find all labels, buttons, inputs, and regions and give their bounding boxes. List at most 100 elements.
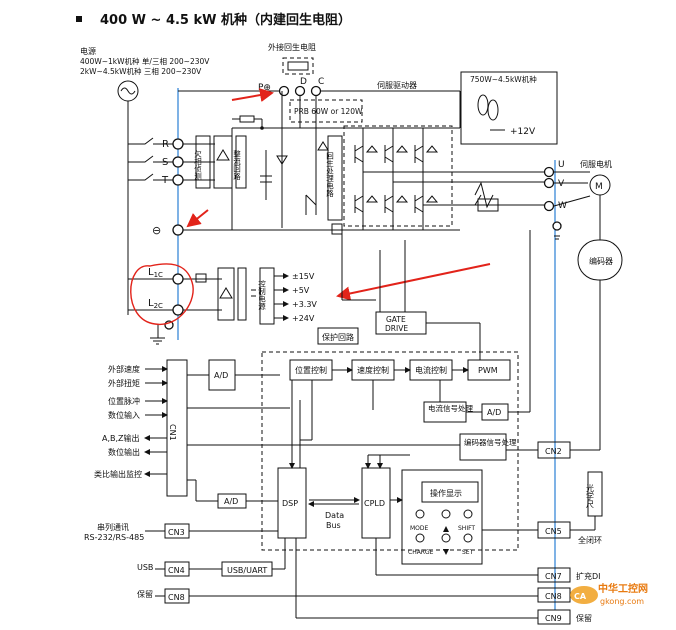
mode-key[interactable] <box>415 509 425 519</box>
terminal-s <box>172 156 184 168</box>
terminal-t <box>172 174 184 186</box>
cn5-label: CN5 <box>545 527 562 536</box>
power-line-1: 400W~1kW机种 单/三相 200~230V <box>80 56 210 66</box>
gate-drive-label-2: DRIVE <box>385 324 408 333</box>
ad-label: A/D <box>214 371 228 380</box>
regen-circuit-box <box>327 135 343 221</box>
set-label: SET <box>462 549 474 556</box>
fan-icon <box>477 94 489 116</box>
charge-led <box>415 533 425 543</box>
io-ext-torque: 外部扭矩 <box>108 378 140 388</box>
red-arrow-neg <box>186 209 209 228</box>
terminal-u <box>543 166 555 178</box>
dsp-label: DSP <box>282 499 298 508</box>
terminal-c <box>310 85 322 97</box>
shift-label: SHIFT <box>458 525 475 532</box>
terminal-d <box>294 85 306 97</box>
io-usb: USB <box>137 563 153 572</box>
terminal-l1c-label: L1C <box>148 267 163 279</box>
set-key[interactable] <box>463 533 473 543</box>
op-display-box <box>401 469 483 565</box>
fan-voltage-label: +12V <box>510 127 536 137</box>
cn9-label: CN9 <box>545 614 562 623</box>
watermark-logo-icon <box>570 586 598 604</box>
terminal-u-label: U <box>558 160 565 170</box>
undervolt-box <box>195 135 211 189</box>
cn8-label: CN8 <box>168 593 185 602</box>
terminal-v <box>543 177 555 189</box>
cur-ctrl-label: 电流控制 <box>415 365 447 375</box>
cn4-label: CN4 <box>168 566 185 575</box>
cpld-label: CPLD <box>364 499 385 508</box>
down-key[interactable] <box>441 533 451 543</box>
terminal-l2c <box>172 304 184 316</box>
undervolt-label: 欠相侦测 <box>193 149 202 182</box>
ctrl-rectifier-box <box>217 267 235 321</box>
servo-drive-label: 伺服驱动器 <box>377 80 417 90</box>
gate-drive-label-1: GATE <box>386 315 406 324</box>
ground-terminal <box>552 221 562 231</box>
prb-box <box>289 99 363 123</box>
terminal-v-label: V <box>558 179 565 189</box>
shift-key[interactable] <box>463 509 473 519</box>
ext-regen-label: 外接回生电阻 <box>268 42 316 52</box>
cn8-right-label: CN8 <box>545 592 562 601</box>
terminal-neg <box>172 224 184 236</box>
io-reserved: 保留 <box>137 589 153 599</box>
fan-box <box>460 71 558 145</box>
current-sensor-2 <box>477 198 499 212</box>
io-serial: 串列通讯 <box>97 522 129 532</box>
regen-circuit-label: 回生处理电路 <box>325 152 334 198</box>
op-display-screen <box>421 481 479 503</box>
protect-box <box>317 327 359 345</box>
control-region <box>261 351 519 551</box>
io-do: 数位输出 <box>108 447 140 457</box>
cn9-box <box>537 609 571 625</box>
cn7-label: CN7 <box>545 572 562 581</box>
io-abz: A,B,Z输出 <box>102 433 140 443</box>
rectifier-circuit-box <box>235 135 247 189</box>
cn1-box <box>166 359 188 497</box>
terminal-l1c <box>172 273 184 285</box>
terminal-w <box>543 200 555 212</box>
igbt-bridge-box <box>343 125 453 227</box>
optical-scale-label: 光学尺 <box>586 483 595 509</box>
motor-letter: M <box>595 182 603 192</box>
prb-label: PRB 60W or 120W <box>294 107 363 116</box>
v15-label: ±15V <box>292 272 315 281</box>
pos-ctrl-label: 位置控制 <box>295 365 327 375</box>
up-key[interactable] <box>441 509 451 519</box>
protect-label: 保护回路 <box>322 332 354 342</box>
red-annotation-circle <box>130 263 194 325</box>
power-line-2: 2kW~4.5kW机种 三相 200~230V <box>80 66 202 76</box>
expand-di-label: 扩充DI <box>576 571 601 581</box>
red-arrow-p <box>231 88 274 102</box>
terminal-r <box>172 138 184 150</box>
enc-signal-box <box>459 433 507 461</box>
enc-signal-label: 编码器信号处理 <box>464 437 517 447</box>
full-loop-label: 全闭环 <box>578 535 602 545</box>
up-arrow-icon <box>443 526 449 532</box>
v5-label: +5V <box>292 286 310 295</box>
cn3-label: CN3 <box>168 528 185 537</box>
control-psu-label: 控制电源 <box>257 279 266 312</box>
current-sensor-1 <box>474 181 494 209</box>
pwm-label: PWM <box>478 366 498 375</box>
watermark-logo: CA <box>574 592 587 601</box>
encoder-label: 编码器 <box>589 256 613 266</box>
io-di: 数位输入 <box>108 410 140 420</box>
spd-ctrl-label: 速度控制 <box>357 365 389 375</box>
control-psu-box <box>259 267 275 325</box>
usb-uart-label: USB/UART <box>227 566 267 575</box>
title-bullet <box>76 16 82 22</box>
io-analog-mon: 类比输出监控 <box>94 469 142 479</box>
power-label: 电源 <box>80 46 96 56</box>
watermark-main: 中华工控网 <box>598 582 648 595</box>
ad-label-2: A/D <box>487 408 501 417</box>
v33-label: +3.3V <box>292 300 317 309</box>
terminal-w-label: W <box>558 201 567 211</box>
page-title: 400 W ~ 4.5 kW 机种（内建回生电阻） <box>100 12 351 28</box>
terminal-neg-label: ⊖ <box>152 224 161 237</box>
terminal-l2c-label: L2C <box>148 298 163 310</box>
down-arrow-icon <box>443 549 449 555</box>
